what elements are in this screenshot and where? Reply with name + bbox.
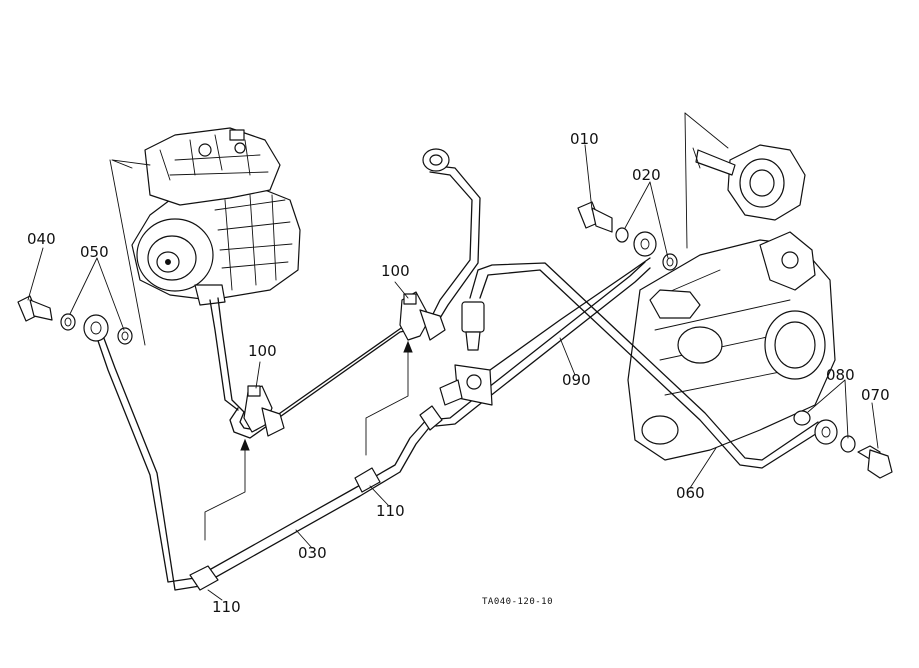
injection-pump-assembly: [109, 127, 301, 346]
leader-lines: [27, 144, 879, 601]
fuel-pipe-030: [95, 332, 433, 591]
clamp-110-lower: [189, 565, 219, 591]
bolt-040: [17, 295, 53, 322]
part-label-110-middle: 110: [376, 502, 405, 520]
washer-050a: [60, 313, 76, 331]
part-label-060: 060: [676, 484, 705, 502]
bolt-010: [577, 201, 613, 233]
part-label-080: 080: [826, 366, 855, 384]
clamp-110-middle: [354, 467, 381, 493]
part-label-110-lower: 110: [212, 598, 241, 616]
fuel-pipe-090: [475, 257, 651, 381]
eye-joint-080: [814, 419, 838, 445]
part-label-100-upper: 100: [381, 262, 410, 280]
washer-080a: [793, 410, 811, 426]
diagram-code: TA040-120-10: [482, 597, 553, 607]
part-label-070: 070: [861, 386, 890, 404]
clamp-100-upper: [399, 291, 446, 341]
clamp-100-lower: [243, 385, 285, 437]
part-label-050: 050: [80, 243, 109, 261]
washer-050b: [117, 327, 133, 345]
part-label-100-lower: 100: [248, 342, 277, 360]
fuel-pipe-060: [427, 261, 823, 469]
part-label-030: 030: [298, 544, 327, 562]
bolt-070: [857, 445, 893, 479]
washer-020b: [662, 253, 678, 271]
part-label-010: 010: [570, 130, 599, 148]
fuel-filter-housing: [627, 231, 836, 461]
part-label-090: 090: [562, 371, 591, 389]
part-label-040: 040: [27, 230, 56, 248]
washer-020a: [615, 227, 629, 243]
tee-fitting: [419, 301, 493, 431]
eye-joint-020: [633, 231, 657, 257]
return-pipe: [209, 148, 481, 439]
feed-pump: [684, 112, 806, 249]
part-label-020: 020: [632, 166, 661, 184]
eye-joint-050: [83, 314, 109, 342]
